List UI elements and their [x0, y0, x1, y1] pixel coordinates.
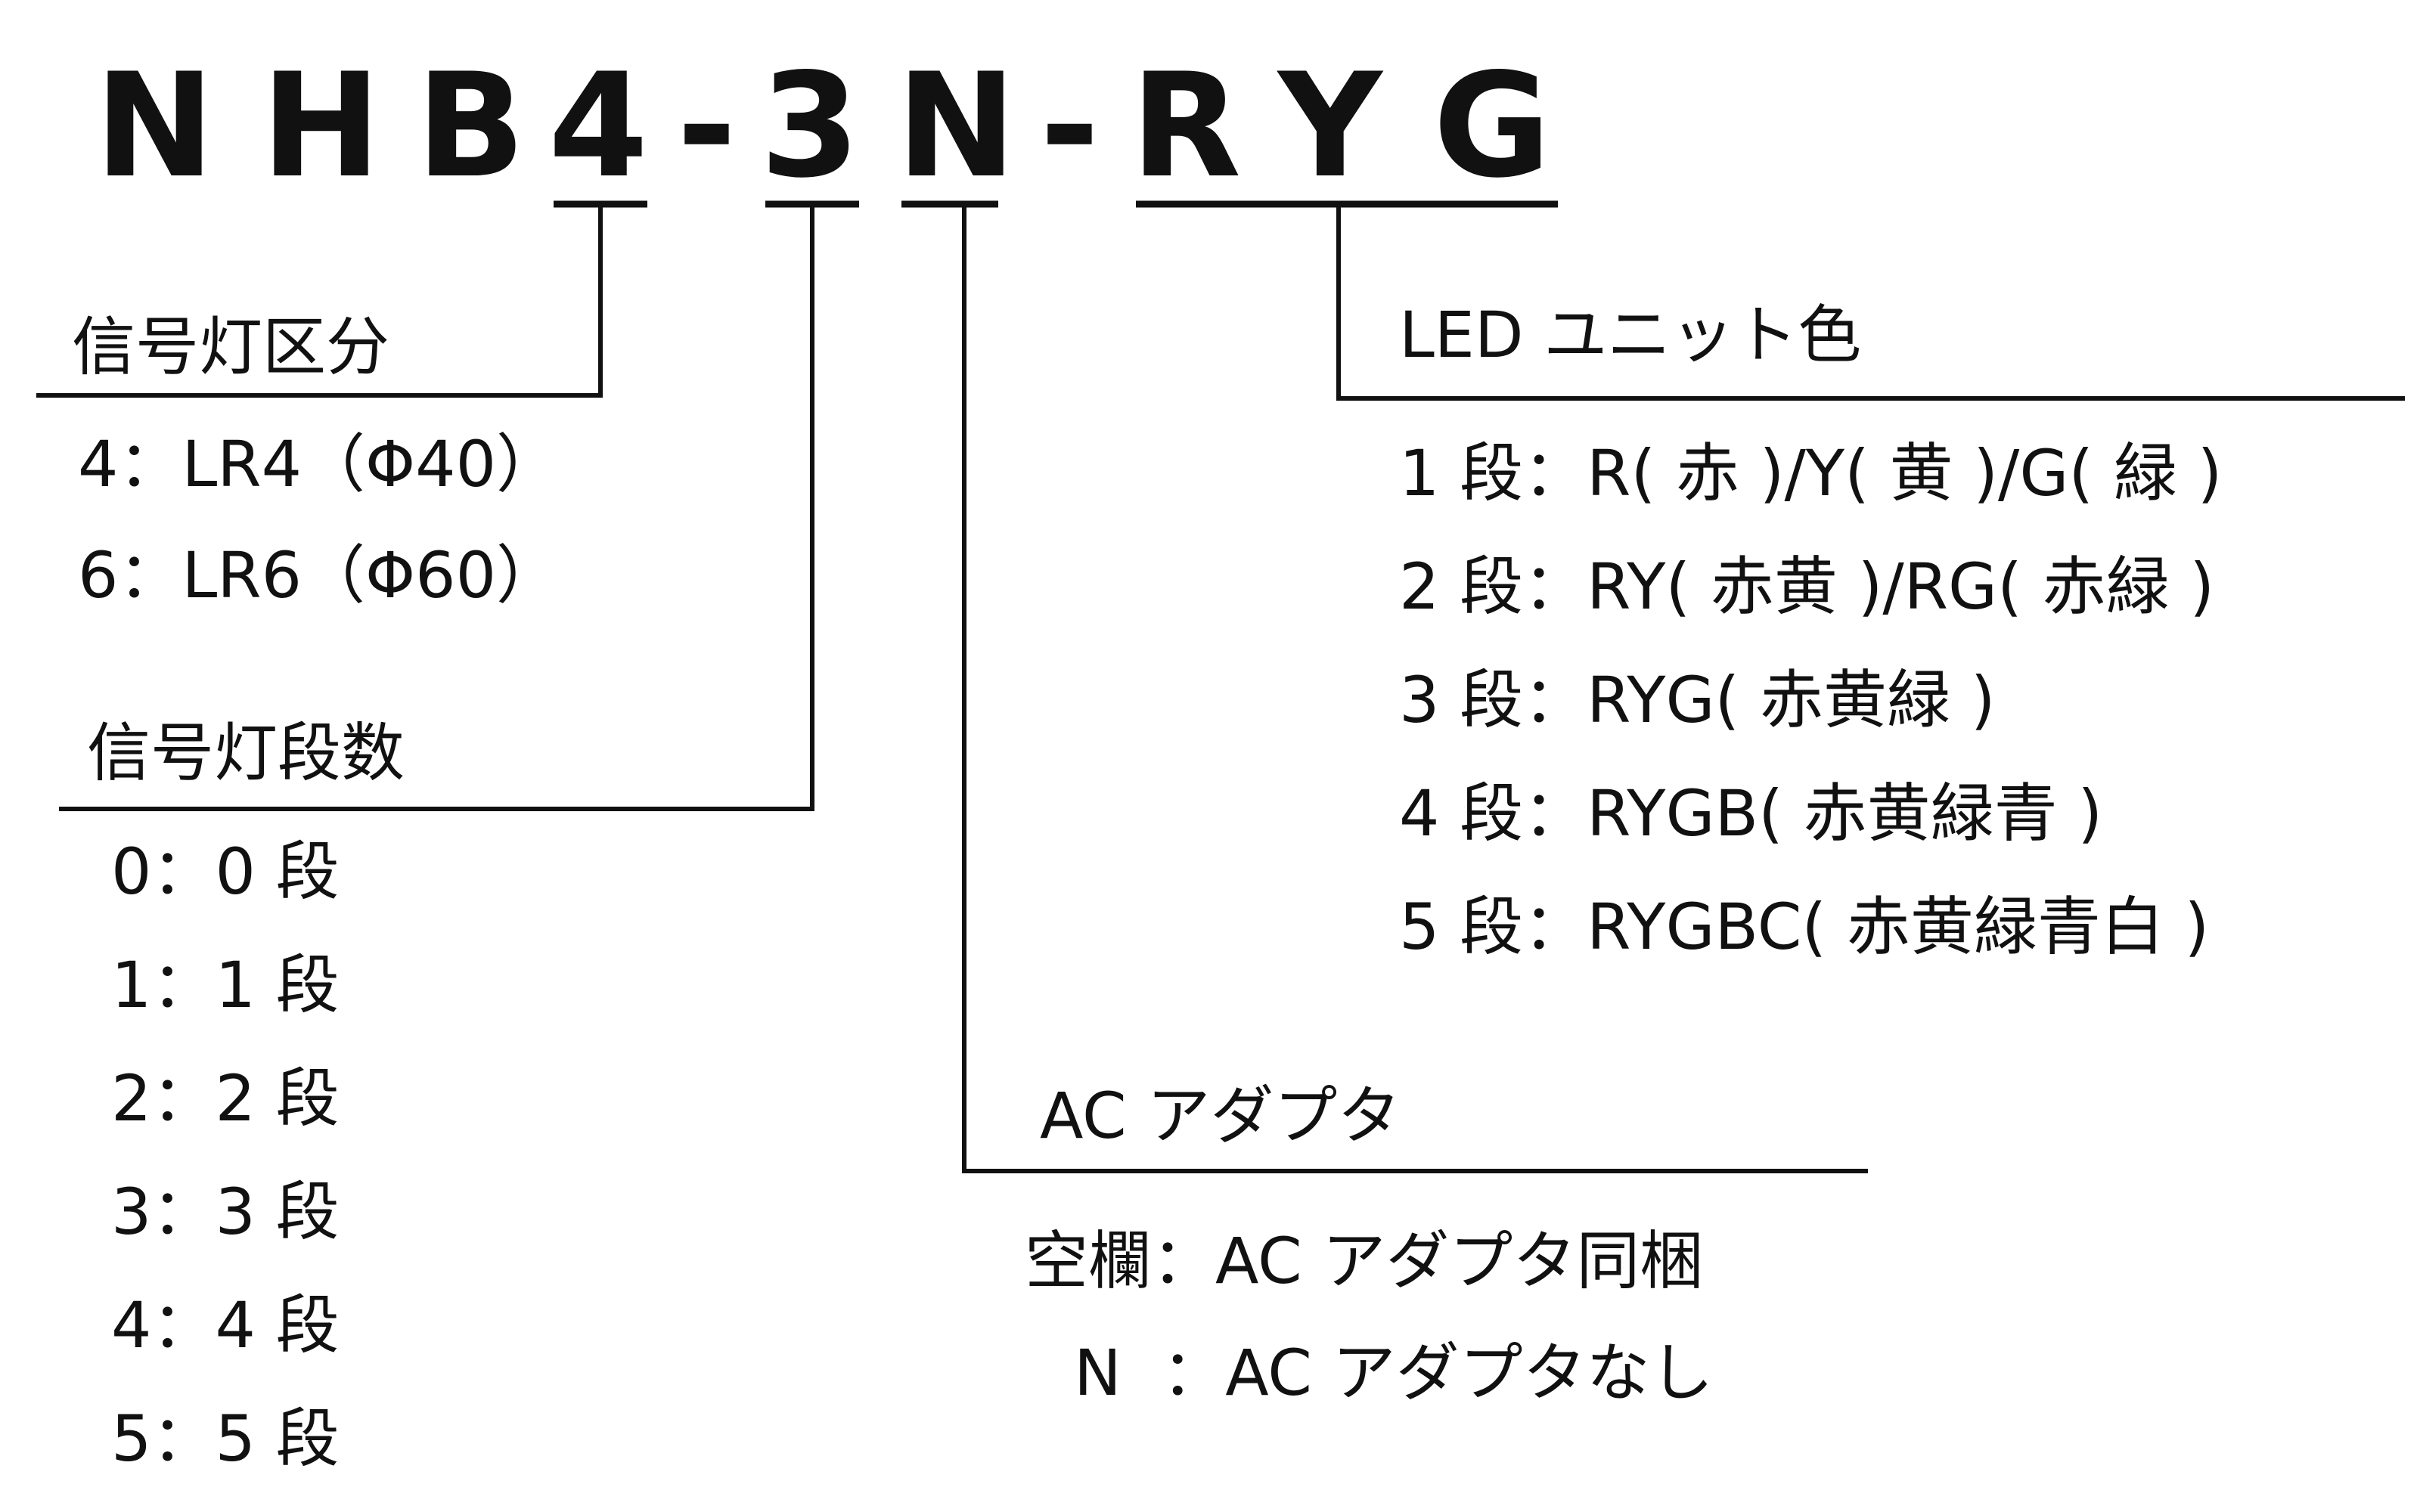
leader-adapter — [962, 204, 1868, 1173]
led-color-option-1: 1 段：R( 赤 )/Y( 黄 )/G( 緑 ) — [1399, 436, 2222, 510]
model-char-r: R — [1131, 42, 1241, 209]
model-char-y: Y — [1277, 42, 1384, 209]
stages-option-3: 3：3 段 — [111, 1175, 340, 1249]
stages-option-2: 2：2 段 — [111, 1061, 340, 1136]
group-adapter: AC アダプタ 空欄：AC アダプタ同梱 N ：AC アダプタなし — [1025, 1079, 1714, 1410]
stages-option-0: 0：0 段 — [111, 835, 340, 909]
leader-lines — [36, 204, 2405, 1173]
led-color-option-5: 5 段：RYGBC( 赤黄緑青白 ) — [1399, 890, 2209, 964]
adapter-heading: AC アダプタ — [1040, 1079, 1401, 1153]
stages-option-1: 1：1 段 — [111, 948, 340, 1022]
model-char-4: 4 — [548, 42, 648, 209]
led-color-option-3: 3 段：RYG( 赤黄緑 ) — [1399, 663, 1996, 737]
group-lamp-type: 信号灯区分 4：LR4（Φ40） 6：LR6（Φ60） — [72, 310, 560, 612]
led-color-option-4: 4 段：RYGB( 赤黄緑青 ) — [1399, 776, 2102, 850]
stages-heading: 信号灯段数 — [87, 716, 405, 790]
lamp-type-option-6: 6：LR6（Φ60） — [78, 538, 560, 612]
led-color-option-2: 2 段：RY( 赤黄 )/RG( 赤緑 ) — [1399, 550, 2214, 624]
stages-option-5: 5：5 段 — [111, 1402, 340, 1476]
leader-lamp-type — [36, 204, 603, 398]
led-color-heading: LED ユニット色 — [1399, 298, 1861, 372]
model-char-n2: N — [896, 42, 1016, 209]
model-char-dash2: - — [1040, 42, 1100, 209]
lamp-type-option-4: 4：LR4（Φ40） — [78, 427, 560, 501]
group-led-color: LED ユニット色 1 段：R( 赤 )/Y( 黄 )/G( 緑 ) 2 段：R… — [1399, 298, 2222, 964]
model-char-h: H — [261, 42, 381, 209]
model-number: N H B 4 - 3 N - R Y G — [95, 42, 1551, 209]
leader-led-color — [1336, 204, 2405, 401]
model-char-dash1: - — [677, 42, 737, 209]
stages-option-4: 4：4 段 — [111, 1288, 340, 1362]
model-char-3: 3 — [760, 42, 860, 209]
group-stages: 信号灯段数 0：0 段 1：1 段 2：2 段 3：3 段 4：4 段 5：5 … — [87, 716, 405, 1476]
leader-stages — [59, 204, 814, 811]
model-char-n1: N — [95, 42, 215, 209]
adapter-option-n: N ：AC アダプタなし — [1074, 1336, 1714, 1410]
model-char-b: B — [416, 42, 526, 209]
lamp-type-heading: 信号灯区分 — [72, 310, 389, 384]
model-char-g: G — [1433, 42, 1551, 209]
adapter-option-blank: 空欄：AC アダプタ同梱 — [1025, 1224, 1703, 1298]
